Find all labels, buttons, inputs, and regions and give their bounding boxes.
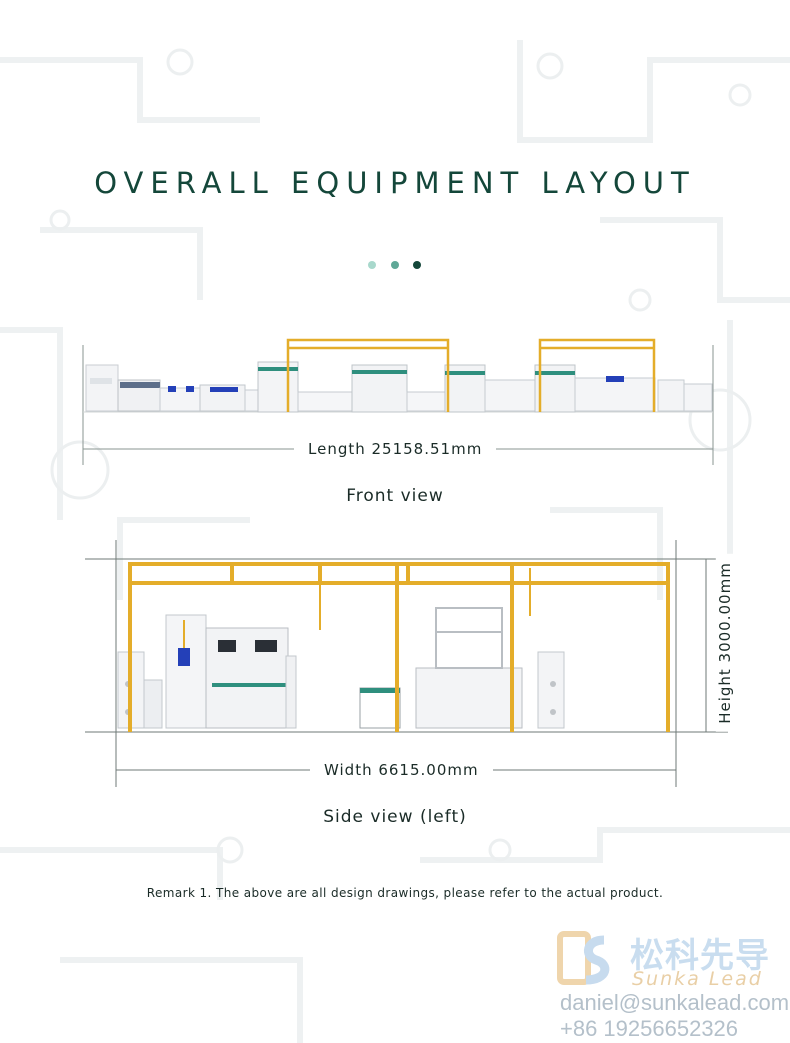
brand-watermark: 松科先导 Sunka Lead	[556, 928, 786, 990]
brand-sub: Sunka Lead	[632, 968, 763, 990]
remark-text: Remark 1. The above are all design drawi…	[146, 886, 664, 900]
contact-email: daniel@sunkalead.com	[560, 990, 790, 1015]
front-view-caption: Front view	[346, 486, 444, 506]
decor-dot	[413, 261, 421, 269]
decor-dot	[391, 261, 399, 269]
page-title: OVERALL EQUIPMENT LAYOUT	[94, 166, 696, 200]
width-dimension-label: Width 6615.00mm	[310, 761, 493, 779]
sunka-lead-logo-icon	[557, 931, 610, 985]
height-dimension-label: Height 3000.00mm	[715, 554, 734, 732]
side-view-caption: Side view (left)	[323, 807, 467, 827]
brand-name: 松科先导	[630, 936, 770, 976]
length-dimension-label: Length 25158.51mm	[294, 440, 497, 458]
decor-dot	[368, 261, 376, 269]
contact-phone: +86 19256652326	[560, 1016, 739, 1041]
